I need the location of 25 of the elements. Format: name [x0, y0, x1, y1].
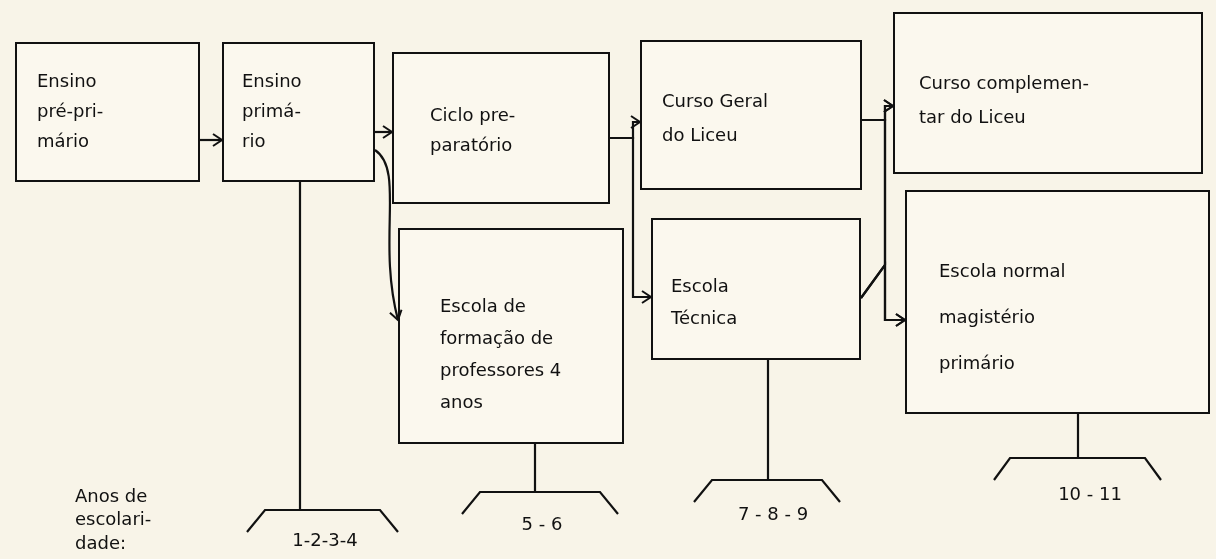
school-name: Ensino primá- rio	[242, 69, 303, 153]
arrow	[860, 261, 906, 327]
school-name: Escola de formação de professores 4 anos	[440, 294, 563, 414]
year-label: 7 - 8 - 9	[736, 502, 810, 526]
school-name: Escola Técnica	[671, 274, 739, 330]
school-name: Curso Geral do Liceu	[662, 89, 769, 147]
school-box	[15, 42, 200, 182]
school-name: Curso complemen- tar do Liceu	[919, 71, 1090, 129]
year-label: 10 - 11	[1057, 482, 1123, 506]
school-box	[398, 228, 624, 444]
school-name: Ensino pré-pri- mário	[37, 69, 105, 153]
axis-caption: Anos de escolari- dade:	[75, 484, 153, 555]
arrow	[374, 149, 403, 321]
school-box	[893, 12, 1203, 174]
school-name: Escola normal magistério primário	[939, 259, 1067, 375]
school-box	[651, 218, 861, 360]
arrow	[200, 133, 223, 147]
school-box	[392, 52, 610, 204]
school-box	[905, 190, 1210, 414]
school-box	[222, 42, 375, 182]
year-label: 1-2-3-4	[291, 528, 359, 552]
school-box	[640, 40, 862, 190]
year-label: 5 - 6	[520, 512, 564, 536]
school-name: Ciclo pre- paratório	[430, 103, 517, 157]
arrow	[375, 125, 393, 139]
